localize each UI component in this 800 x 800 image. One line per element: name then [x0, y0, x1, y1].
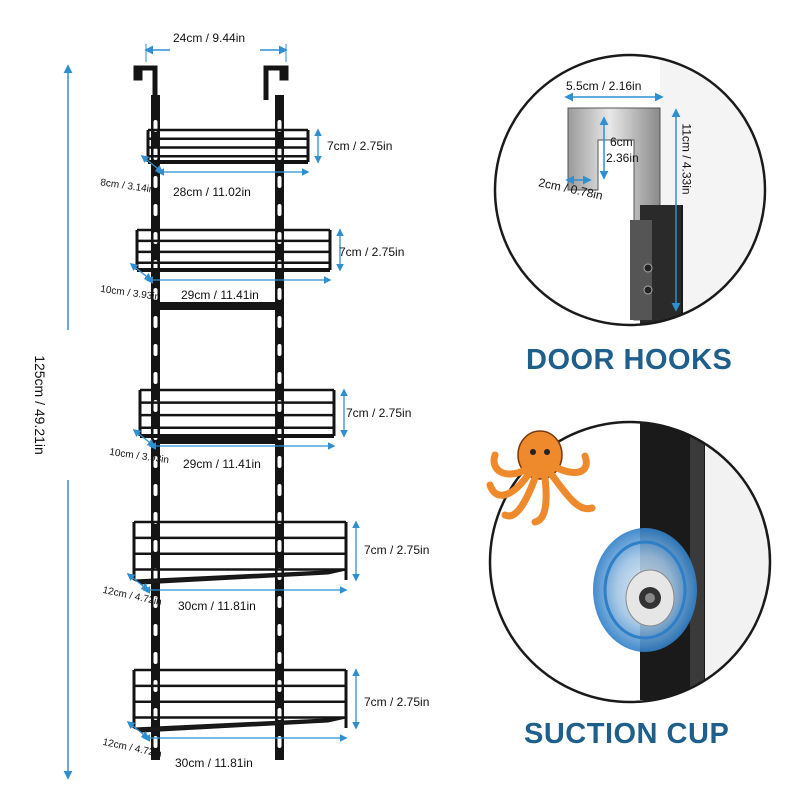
octopus-illustration	[486, 430, 596, 526]
upright-slot	[277, 540, 282, 552]
upright-slot	[153, 372, 158, 384]
upright-slot	[153, 456, 158, 468]
upright-slot	[277, 456, 282, 468]
upright-slot	[153, 288, 158, 300]
door-hook-detail	[493, 53, 767, 327]
hook-inner-depth-in: 2.36in	[606, 151, 639, 165]
upright-slot	[153, 232, 158, 244]
hook-inner-depth-cm: 6cm	[610, 135, 633, 149]
shelf-5-width: 30cm / 11.81in	[175, 756, 253, 770]
upright-slot	[153, 484, 158, 496]
upright-slot	[153, 624, 158, 636]
shelf-3	[132, 388, 348, 450]
hook-height-label: 11cm / 4.33in	[679, 123, 694, 195]
upright-slot	[277, 652, 282, 664]
upright-slot	[277, 372, 282, 384]
upright-slot	[153, 568, 158, 580]
shelf-2	[129, 228, 344, 284]
upright-slot	[277, 148, 282, 160]
upright-slot	[277, 596, 282, 608]
upright-slot	[277, 204, 282, 216]
shelves	[126, 128, 360, 742]
upright-slot	[277, 344, 282, 356]
shelf-5	[126, 668, 360, 742]
upright-slot	[277, 288, 282, 300]
upright-slot	[277, 316, 282, 328]
suction-cup-heading: SUCTION CUP	[524, 718, 730, 750]
top-width-label: 24cm / 9.44in	[173, 31, 246, 45]
upright-slot	[153, 204, 158, 216]
shelf-2-height: 7cm / 2.75in	[339, 245, 405, 259]
shelf-3-height: 7cm / 2.75in	[346, 406, 412, 420]
shelf-1-width: 28cm / 11.02in	[173, 185, 251, 199]
upright-slot	[277, 176, 282, 188]
upright-slot	[277, 624, 282, 636]
upright-slot	[153, 540, 158, 552]
upright-slot	[153, 652, 158, 664]
shelf-1-height: 7cm / 2.75in	[327, 139, 393, 153]
shelf-4	[126, 520, 360, 594]
upright-slot	[153, 176, 158, 188]
hook-width-label: 5.5cm / 2.16in	[566, 79, 642, 93]
upright-slot	[153, 148, 158, 160]
suction-cup-detail	[488, 420, 772, 704]
upright-slot	[153, 596, 158, 608]
shelf-2-width: 29cm / 11.41in	[181, 288, 259, 302]
upright-slot	[153, 316, 158, 328]
shelf-4-width: 30cm / 11.81in	[178, 599, 256, 613]
upright-slot	[277, 484, 282, 496]
shelf-5-height: 7cm / 2.75in	[364, 695, 430, 709]
door-hooks-heading: DOOR HOOKS	[526, 344, 733, 376]
total-height-label: 125cm / 49.21in	[31, 355, 48, 455]
upright-slot	[153, 344, 158, 356]
upright-slot	[277, 232, 282, 244]
shelf-3-width: 29cm / 11.41in	[183, 457, 261, 471]
shelf-1	[140, 128, 322, 176]
shelf-4-height: 7cm / 2.75in	[364, 543, 430, 557]
